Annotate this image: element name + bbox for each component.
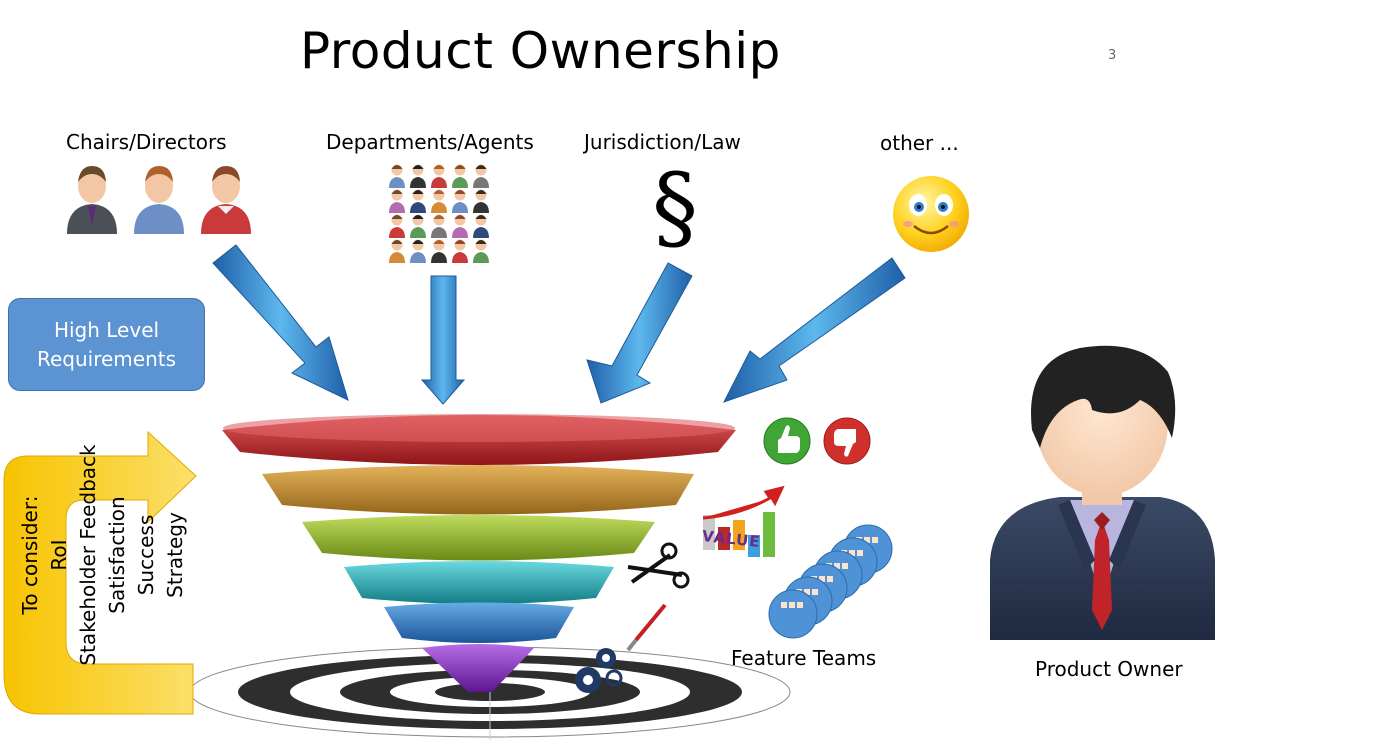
value-chart-icon <box>702 485 785 557</box>
person-icon-3 <box>201 166 251 234</box>
consideration-item: RoI <box>47 539 71 571</box>
stakeholder-label-departments: Departments/Agents <box>326 130 534 154</box>
smiley-icon <box>893 176 969 252</box>
funnel-layer-4 <box>344 561 614 604</box>
person-icon-1 <box>67 166 117 234</box>
person-icon-2 <box>134 166 184 234</box>
arrow-chairs <box>212 244 349 401</box>
slide-title: Product Ownership <box>300 22 781 80</box>
stakeholder-label-other: other ... <box>880 131 959 155</box>
section-sign-icon: § <box>652 154 698 261</box>
considerations-heading: To consider: <box>18 495 42 615</box>
funnel-layer-3 <box>302 515 655 561</box>
high-level-requirements-box: High Level Requirements <box>8 298 205 391</box>
paintbrush-icon <box>626 603 667 652</box>
feedback-arrow <box>3 430 197 715</box>
feature-teams-label: Feature Teams <box>731 646 877 670</box>
funnel-layer-5 <box>384 602 574 643</box>
arrow-jurisdiction <box>586 262 693 404</box>
feature-teams-icon <box>768 524 893 639</box>
consideration-item: Stakeholder Feedback <box>76 444 100 666</box>
funnel-layer-6 <box>422 644 534 692</box>
requirements-line-2: Requirements <box>36 346 177 371</box>
gears-icon <box>575 648 623 693</box>
scissors-icon <box>627 542 690 589</box>
thumbs-down-icon <box>823 417 871 465</box>
page-number: 3 <box>1108 48 1117 63</box>
arrow-other <box>722 257 906 403</box>
people-grid-icon <box>389 164 489 263</box>
product-owner-avatar <box>990 345 1215 640</box>
consideration-item: Satisfaction <box>105 496 129 614</box>
funnel <box>222 414 736 692</box>
product-owner-label: Product Owner <box>1035 657 1183 681</box>
funnel-layer-2 <box>262 465 694 515</box>
stakeholder-label-chairs: Chairs/Directors <box>66 130 227 154</box>
consideration-item: Strategy <box>163 512 187 598</box>
requirements-line-1: High Level <box>53 317 160 342</box>
considerations-list: To consider: RoI Stakeholder Feedback Sa… <box>16 410 190 700</box>
consideration-item: Success <box>134 514 158 596</box>
thumbs-up-icon <box>763 417 811 465</box>
arrow-departments <box>420 275 466 405</box>
stakeholder-label-jurisdiction: Jurisdiction/Law <box>584 130 741 154</box>
